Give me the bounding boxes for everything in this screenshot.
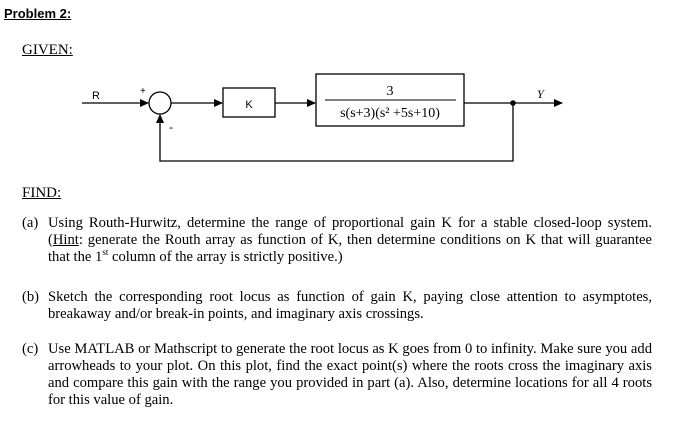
tf-numerator: 3 [387, 84, 394, 99]
summing-junction [148, 91, 172, 115]
given-heading: GIVEN: [22, 42, 73, 58]
part-a-text: Using Routh-Hurwitz, determine the range… [48, 215, 652, 265]
hint-label: Hint [52, 232, 79, 248]
part-b: (b) Sketch the corresponding root locus … [22, 289, 652, 323]
find-heading: FIND: [22, 185, 62, 201]
problem-title: Problem 2: [4, 6, 72, 21]
output-label-y: Y [537, 87, 545, 101]
part-a-label: (a) [22, 215, 39, 231]
plus-sign: + [140, 86, 146, 97]
part-b-text: Sketch the corresponding root locus as f… [48, 289, 652, 322]
input-label-r: R [92, 90, 100, 102]
minus-sign: - [169, 120, 173, 134]
part-c-text: Use MATLAB or Mathscript to generate the… [48, 341, 652, 408]
block-diagram: R + - K 3 s(s+3)(s² +5s+10) Y [82, 73, 563, 162]
part-c-label: (c) [22, 341, 39, 357]
feedback-path [156, 103, 514, 162]
part-a: (a) Using Routh-Hurwitz, determine the r… [22, 215, 652, 266]
superscript-st: st [102, 247, 109, 258]
tf-denominator: s(s+3)(s² +5s+10) [340, 106, 440, 121]
part-c: (c) Use MATLAB or Mathscript to generate… [22, 341, 652, 409]
gain-block-label: K [245, 99, 253, 111]
part-b-label: (b) [22, 289, 40, 305]
